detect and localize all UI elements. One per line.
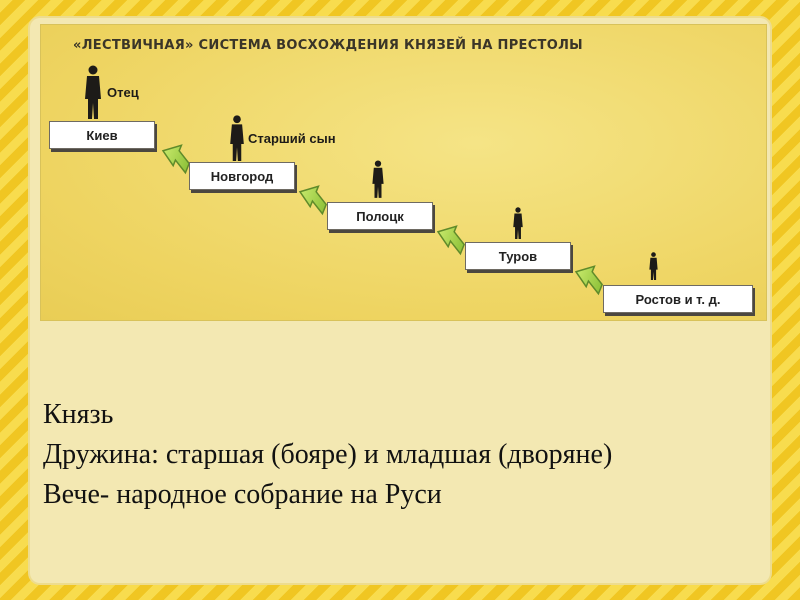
slide-text: Князь Дружина: старшая (бояре) и младшая… <box>43 395 773 515</box>
diagram-title: «ЛЕСТВИЧНАЯ» СИСТЕМА ВОСХОЖДЕНИЯ КНЯЗЕЙ … <box>73 38 583 53</box>
city-novgorod: Новгород <box>189 162 295 190</box>
prince-figure-icon <box>649 252 658 280</box>
arrow-to-novgorod <box>298 185 328 216</box>
arrows-layer <box>161 144 604 296</box>
city-kiev: Киев <box>49 121 155 149</box>
father-figure-icon <box>85 65 101 119</box>
ladder-diagram: «ЛЕСТВИЧНАЯ» СИСТЕМА ВОСХОЖДЕНИЯ КНЯЗЕЙ … <box>40 24 767 321</box>
arrow-to-kiev <box>161 144 191 175</box>
arrow-to-polotsk <box>436 225 466 256</box>
text-line-veche: Вече- народное собрание на Руси <box>43 479 442 510</box>
arrow-to-turov <box>574 265 604 296</box>
city-polotsk: Полоцк <box>327 202 433 230</box>
prince-figure-icon <box>372 160 384 198</box>
prince-figure-icon <box>513 207 523 239</box>
role-eldest-son: Старший сын <box>248 131 336 146</box>
eldest-son-figure-icon <box>230 115 244 161</box>
city-turov: Туров <box>465 242 571 270</box>
city-rostov: Ростов и т. д. <box>603 285 753 313</box>
text-line-druzhina: Дружина: старшая (бояре) и младшая (двор… <box>43 439 613 470</box>
role-father: Отец <box>107 85 139 100</box>
text-line-prince: Князь <box>43 399 114 430</box>
